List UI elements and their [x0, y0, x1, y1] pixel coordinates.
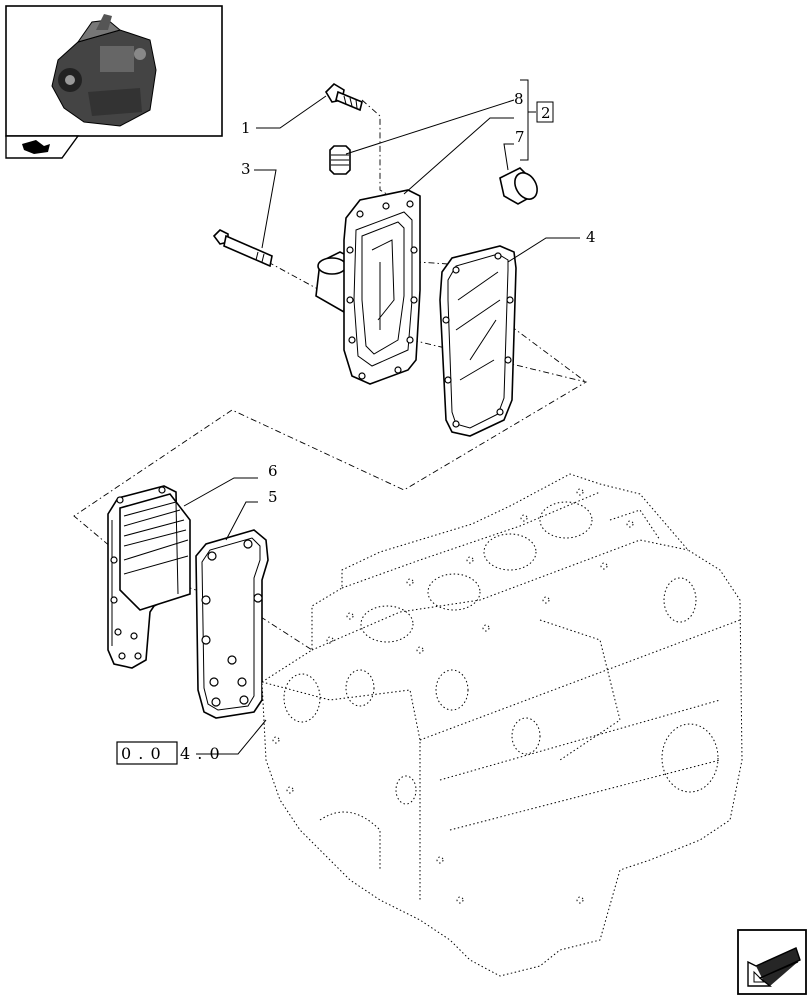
- reference-code-box: [116, 741, 178, 765]
- callout-5: 5: [268, 488, 278, 506]
- part-2-cooler-cover: [315, 189, 421, 385]
- part-8-fitting: [329, 145, 351, 175]
- part-3-long-bolt: [212, 229, 273, 268]
- callout-2-box: 2: [536, 101, 554, 123]
- callout-1: 1: [241, 119, 251, 137]
- callout-7: 7: [515, 128, 525, 146]
- callout-6: 6: [268, 462, 278, 480]
- part-5-cooler-gasket: [195, 529, 269, 719]
- next-page-arrow-icon: [747, 947, 801, 987]
- callout-labels: 1 3 8 2 7 4 6 5: [241, 90, 596, 506]
- reference-code[interactable]: 0 . 0 4 . 0: [116, 741, 221, 765]
- callout-2: 2: [541, 104, 551, 122]
- reference-code-rest: 4 . 0: [180, 744, 221, 763]
- callout-3: 3: [241, 160, 251, 178]
- leader-lines: [183, 79, 580, 755]
- part-1-bolt: [324, 82, 363, 112]
- previous-page-arrow-icon[interactable]: [22, 140, 50, 154]
- next-page-button[interactable]: [737, 929, 807, 995]
- part-6-oil-cooler: [107, 485, 191, 669]
- engine-block: [261, 473, 743, 977]
- callout-8: 8: [514, 90, 524, 108]
- engine-thumbnail[interactable]: [5, 5, 223, 159]
- part-7-plug: [499, 167, 538, 205]
- callout-4: 4: [586, 228, 596, 246]
- reference-code-boxed: 0 . 0: [121, 744, 162, 763]
- engine-block-bolt-holes: [272, 488, 634, 904]
- part-4-gasket: [439, 245, 517, 437]
- engine-thumbnail-icon: [51, 14, 157, 127]
